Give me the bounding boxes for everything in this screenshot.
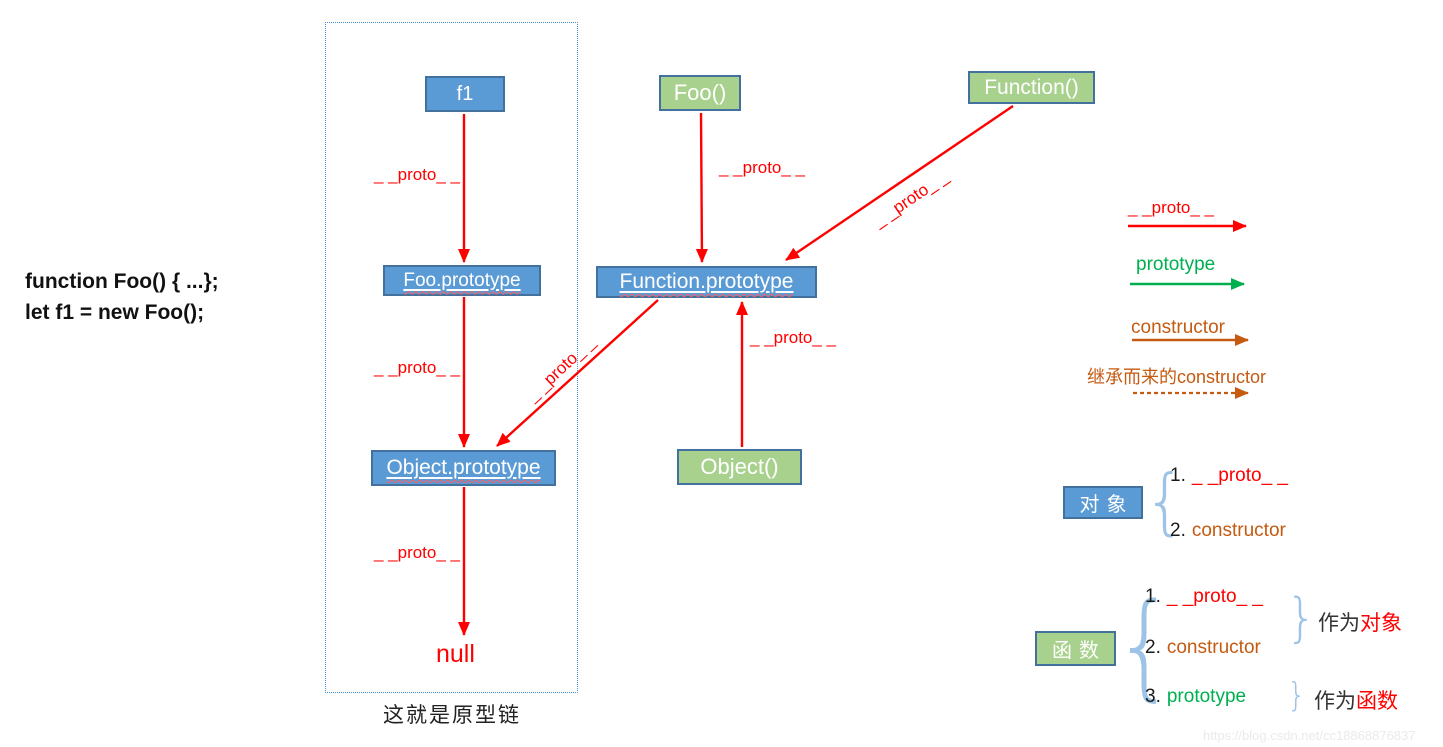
item-number: 1. [1170,465,1186,486]
watermark-url: https://blog.csdn.net/cc18868876837 [1203,728,1416,743]
function-group-box: 函数 [1035,631,1116,666]
spellcheck-squiggle: Foo.prototype [403,270,520,292]
arrow-foo-to-funcproto [695,112,708,263]
proto-label-fooproto-to-objproto: _ _proto_ _ [373,358,460,377]
as-function-close-brace: } [1287,676,1307,715]
item-label: _ _proto_ _ [1166,586,1263,607]
as-object-prefix: 作为 [1318,611,1360,635]
legend-proto-label: _ _proto_ _ [1128,198,1215,217]
node-object-prototype-label: Object.prototype [386,456,541,479]
node-foo-function: Foo() [659,75,741,111]
node-function-function: Function() [968,71,1095,104]
node-foo-function-label: Foo() [673,80,727,105]
node-function-prototype-label: Function.prototype [619,270,794,293]
item-label: constructor [1191,520,1286,541]
as-function-target: 函数 [1356,689,1398,713]
object-group-item-2: 2.constructor [1170,520,1286,542]
legend-constructor-label: constructor [1131,317,1225,338]
proto-label-f1-to-fooproto: _ _proto_ _ [373,165,460,184]
proto-label-objproto-to-null: _ _proto_ _ [373,543,460,562]
arrow-function-to-funcproto [785,105,1014,261]
code-line-1: function Foo() { ...}; [25,270,219,293]
proto-label-function-to-funcproto: _ _proto_ _ [869,166,952,231]
as-object-note: 作为对象 [1318,607,1402,637]
proto-label-object-to-funcproto: _ _proto_ _ [750,328,837,347]
item-number: 2. [1170,520,1186,541]
function-group-item-2: 2.constructor [1145,637,1261,659]
proto-label-foo-to-funcproto: _ _proto_ _ [719,158,806,177]
object-group-open-brace: { [1144,459,1186,544]
item-label: constructor [1166,637,1261,658]
as-object-close-brace: } [1286,587,1317,649]
item-number: 1. [1145,586,1161,607]
code-snippet: function Foo() { ...}; let f1 = new Foo(… [25,266,219,328]
node-foo-prototype-label: Foo.prototype [403,269,521,291]
code-line-2: let f1 = new Foo(); [25,301,205,324]
item-label: prototype [1166,686,1247,707]
item-label: _ _proto_ _ [1191,465,1288,486]
node-function-function-label: Function() [984,75,1079,99]
item-number: 3. [1145,686,1161,707]
node-f1-label: f1 [456,82,474,105]
object-group-title: 对象 [1079,494,1134,516]
object-group-item-1: 1._ _proto_ _ [1170,465,1288,487]
legend-inherited-constructor-label: 继承而来的constructor [1087,367,1267,387]
function-group-item-3: 3.prototype [1145,686,1246,708]
object-group-box: 对象 [1063,486,1143,519]
node-object-function-label: Object() [700,454,779,479]
spellcheck-squiggle: Function.prototype [620,270,794,294]
node-f1: f1 [425,76,505,112]
function-group-open-brace: { [1113,578,1177,713]
null-terminal-label: null [436,640,475,668]
as-object-target: 对象 [1360,611,1402,635]
function-group-item-1: 1._ _proto_ _ [1145,586,1263,608]
legend-prototype-label: prototype [1136,254,1216,275]
item-number: 2. [1145,637,1161,658]
as-function-note: 作为函数 [1314,685,1398,715]
spellcheck-squiggle: Object.prototype [386,456,540,480]
function-group-title: 函数 [1052,640,1106,662]
chain-caption: 这就是原型链 [383,703,521,727]
node-function-prototype: Function.prototype [596,266,817,298]
node-object-function: Object() [677,449,802,485]
as-function-prefix: 作为 [1314,689,1356,713]
node-foo-prototype: Foo.prototype [383,265,541,296]
node-object-prototype: Object.prototype [371,450,556,486]
